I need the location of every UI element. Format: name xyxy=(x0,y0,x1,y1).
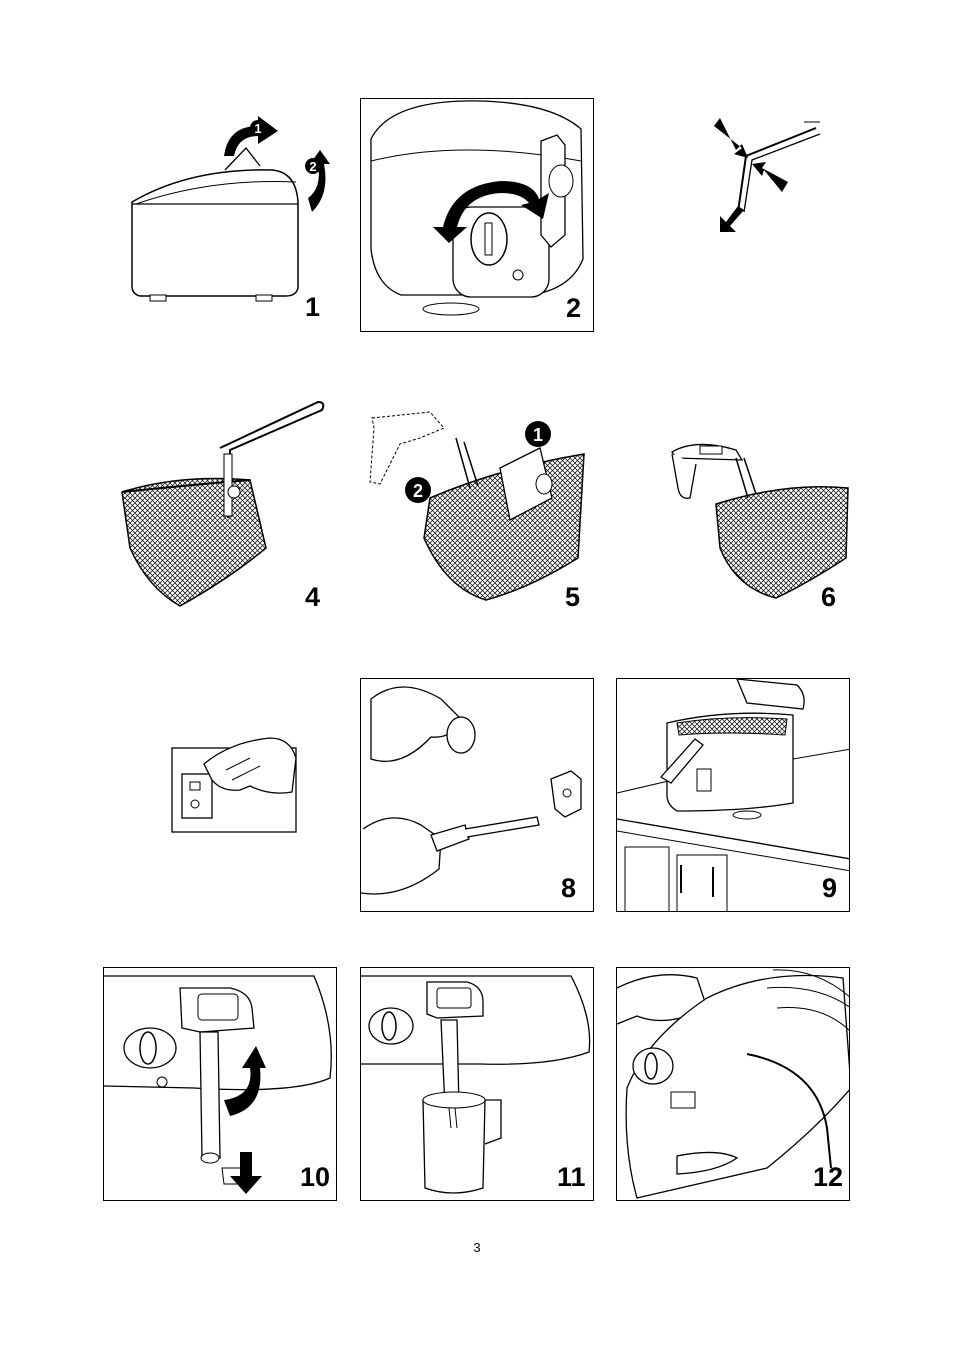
step-12-panel: 12 xyxy=(616,967,850,1201)
step-9-panel: 9 xyxy=(616,678,850,912)
step-12-number: 12 xyxy=(813,1164,843,1191)
step-2-number: 2 xyxy=(566,295,581,322)
fryer-on-counter-icon xyxy=(617,679,850,912)
step-6-panel: 6 xyxy=(616,388,850,622)
step-5-callout-2: 2 xyxy=(413,481,423,501)
step-3-panel xyxy=(616,98,850,332)
step-4-panel: 4 xyxy=(100,388,334,622)
step-1-callout-1: 1 xyxy=(254,121,261,136)
basket-handle-squeeze-icon xyxy=(616,98,850,332)
page-number: 3 xyxy=(0,1240,954,1255)
step-1-callout-2: 2 xyxy=(309,159,316,174)
step-10-panel: 10 xyxy=(103,967,337,1201)
rotate-knob-icon xyxy=(361,99,594,332)
step-10-number: 10 xyxy=(300,1164,330,1191)
step-1-number: 1 xyxy=(305,294,320,321)
step-4-number: 4 xyxy=(305,584,320,611)
screwdriver-filter-icon xyxy=(361,679,594,912)
step-2-panel: 2 xyxy=(360,98,594,332)
step-1-panel: 1 2 1 xyxy=(100,98,334,332)
basket-handle-attach-icon: 1 2 xyxy=(360,388,594,622)
control-panel-hand-icon xyxy=(100,678,334,912)
step-11-panel: 11 xyxy=(360,967,594,1201)
step-9-number: 9 xyxy=(822,875,837,902)
step-5-callout-1: 1 xyxy=(533,425,543,445)
basket-with-handle-icon xyxy=(100,388,334,622)
step-11-number: 11 xyxy=(557,1164,586,1191)
step-7-panel xyxy=(100,678,334,912)
fryer-lid-opening-icon: 1 2 xyxy=(100,98,334,332)
step-6-number: 6 xyxy=(821,584,836,611)
step-8-panel: 8 xyxy=(360,678,594,912)
step-8-number: 8 xyxy=(561,875,576,902)
step-5-number: 5 xyxy=(565,584,580,611)
step-5-panel: 1 2 5 xyxy=(360,388,594,622)
basket-handle-attached-icon xyxy=(616,388,850,622)
